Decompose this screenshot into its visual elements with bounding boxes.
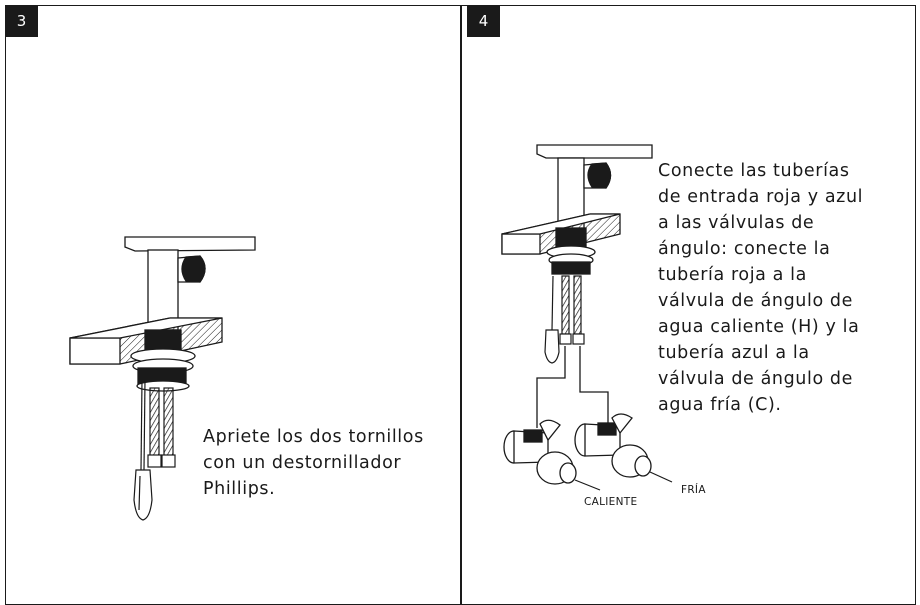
instruction-line: de entrada roja y azul xyxy=(658,187,864,207)
phillips-screwdriver-step4 xyxy=(544,275,560,364)
phillips-screwdriver xyxy=(133,379,153,521)
panel-divider xyxy=(460,5,462,605)
instruction-line: tubería roja a la xyxy=(658,265,807,285)
instruction-line: válvula de ángulo de xyxy=(658,369,853,389)
connection-lines xyxy=(536,346,609,428)
instruction-line: Phillips. xyxy=(203,479,276,499)
instruction-line: tubería azul a la xyxy=(658,343,810,363)
step-3-illustration xyxy=(69,144,673,521)
instruction-line: Conecte las tuberías xyxy=(658,161,850,181)
instruction-line: con un destornillador xyxy=(203,453,402,473)
step-3-instruction: Apriete los dos tornillos con un destorn… xyxy=(203,424,424,502)
instruction-line: agua fría (C). xyxy=(658,395,782,415)
instruction-line: válvula de ángulo de xyxy=(658,291,853,311)
mounting-nut-step4 xyxy=(546,227,596,275)
angle-valve-cold xyxy=(574,413,652,478)
valve-label-leaders xyxy=(574,471,673,491)
step-4-number-badge: 4 xyxy=(467,5,500,37)
instruction-line: Apriete los dos tornillos xyxy=(203,427,424,447)
supply-hoses xyxy=(147,387,176,468)
instruction-line: ángulo: conecte la xyxy=(658,239,831,259)
mounting-nut xyxy=(130,329,196,392)
hot-valve-label: CALIENTE xyxy=(584,496,638,508)
faucet-spout xyxy=(124,236,256,331)
step-4-instruction: Conecte las tuberías de entrada roja y a… xyxy=(658,158,863,418)
angle-valve-hot xyxy=(503,419,577,485)
instruction-line: agua caliente (H) y la xyxy=(658,317,860,337)
cold-valve-label: FRÍA xyxy=(681,484,706,496)
step-3-number-badge: 3 xyxy=(5,5,38,37)
supply-hoses-step4 xyxy=(559,275,585,345)
instruction-line: a las válvulas de xyxy=(658,213,815,233)
